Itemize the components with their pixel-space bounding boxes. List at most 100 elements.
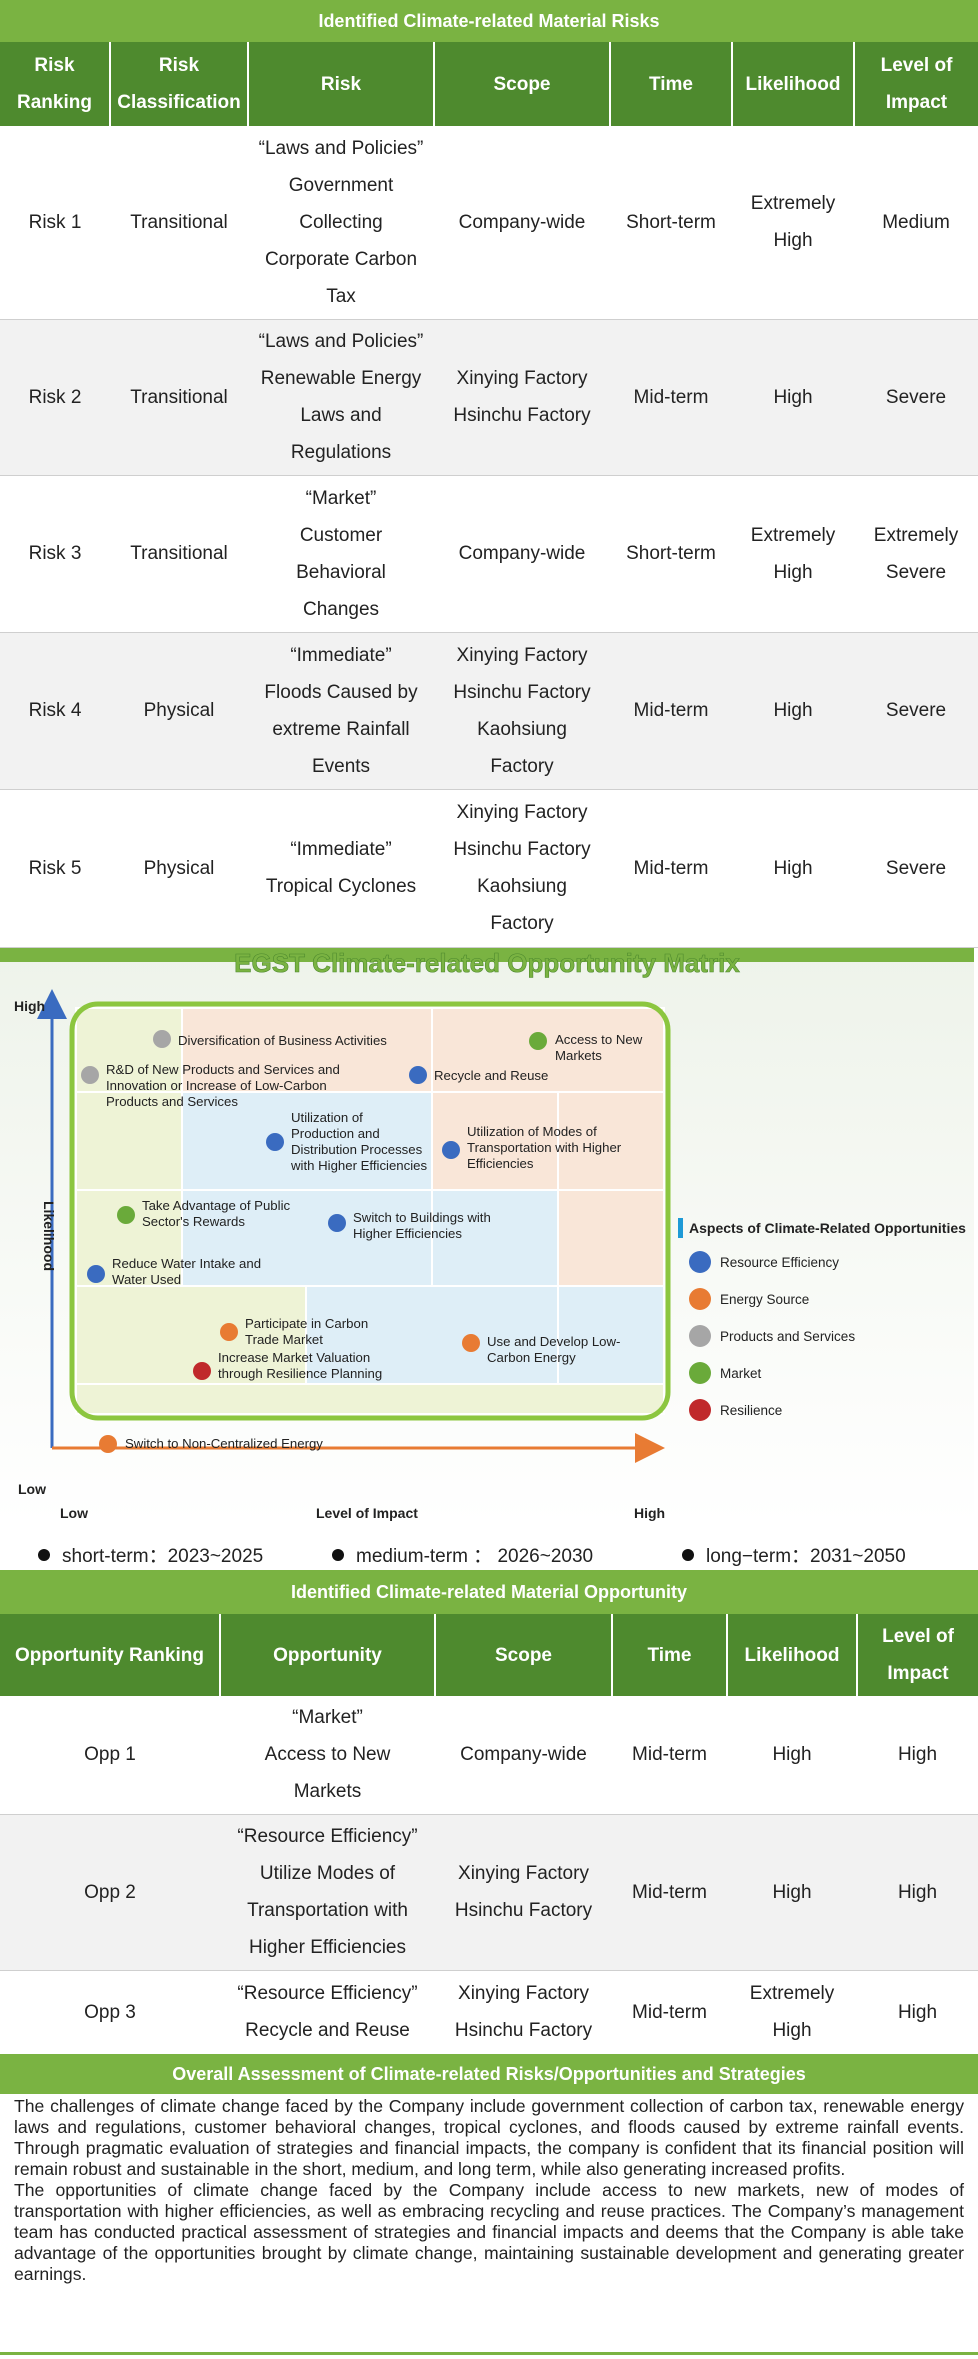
- opp-cell: Xinying Factory Hsinchu Factory: [454, 1983, 593, 2041]
- opp-header-scope: Scope: [435, 1614, 613, 1696]
- risk-cell: Medium: [882, 211, 950, 233]
- risk-cell: Extremely Severe: [873, 524, 959, 583]
- risk-cell: “Laws and Policies” Renewable Energy Law…: [248, 319, 434, 475]
- risk-cell: Physical: [110, 632, 248, 789]
- opp-header-ranking: Opportunity Ranking: [0, 1614, 221, 1696]
- risk-cell: Xinying Factory Hsinchu Factory: [434, 319, 610, 475]
- opportunity-point: [442, 1141, 460, 1159]
- risk-cell: Transitional: [130, 211, 228, 233]
- risk-header-scope: Scope: [434, 42, 611, 126]
- opportunity-point: [409, 1066, 427, 1084]
- legend-label: Energy Source: [720, 1292, 809, 1307]
- opp-header-likelihood: Likelihood: [727, 1614, 858, 1696]
- risk-header-time: Time: [610, 42, 733, 126]
- x-axis-title: Level of Impact: [316, 1505, 418, 1521]
- risk-cell: Mid-term: [610, 319, 732, 475]
- risk-cell: Xinying Factory Hsinchu Factory Kaohsiun…: [453, 802, 591, 934]
- table-row: Risk 2 Transitional “Laws and Policies” …: [0, 319, 978, 475]
- matrix-cell: [557, 1091, 665, 1191]
- legend-title: Aspects of Climate-Related Opportunities: [689, 1220, 966, 1236]
- risk-cell: Short-term: [626, 211, 716, 233]
- risk-cell: Company-wide: [458, 211, 586, 233]
- matrix-title-band: [0, 948, 974, 962]
- opportunity-point: [153, 1030, 171, 1048]
- legend-dot: [689, 1362, 711, 1384]
- opportunity-point: [87, 1265, 105, 1283]
- x-axis-low-label: Low: [60, 1505, 88, 1521]
- legend-marker: [678, 1218, 683, 1238]
- risk-section-title: Identified Climate-related Material Risk…: [0, 0, 978, 42]
- assessment-section-title: Overall Assessment of Climate-related Ri…: [0, 2054, 978, 2094]
- risk-cell: Extremely High: [750, 524, 836, 583]
- term-item-short: short-term：2023~2025: [38, 1541, 263, 1568]
- legend-label: Resilience: [720, 1403, 782, 1418]
- legend-dot: [689, 1399, 711, 1421]
- risk-cell: Short-term: [626, 543, 716, 564]
- opp-cell: “Market” Access to New Markets: [264, 1707, 391, 1803]
- assessment-paragraph: The opportunities of climate change face…: [14, 2180, 964, 2284]
- opp-cell: “Resource Efficiency” Utilize Modes of T…: [220, 1814, 435, 1970]
- y-axis-title: Likelihood: [41, 1201, 57, 1271]
- opp-cell: Xinying Factory Hsinchu Factory: [435, 1814, 612, 1970]
- term-legend: short-term：2023~2025 medium-term ： 2026~…: [0, 1538, 978, 1568]
- y-axis-high-label: High: [14, 998, 45, 1014]
- risk-header-risk: Risk: [248, 42, 435, 126]
- risk-cell: “Laws and Policies” Government Collectin…: [258, 137, 424, 307]
- assessment-text: The challenges of climate change faced b…: [14, 2096, 964, 2285]
- opp-cell: Opp 2: [0, 1814, 220, 1970]
- opp-header-impact: Level of Impact: [857, 1614, 978, 1696]
- term-item-long: long−term：2031~2050: [682, 1541, 906, 1568]
- risk-cell: Transitional: [110, 319, 248, 475]
- risk-cell: Mid-term: [610, 632, 732, 789]
- opportunity-label: Use and Develop Low-Carbon Energy: [487, 1334, 620, 1365]
- risk-cell: High: [732, 319, 854, 475]
- bottom-rule: [0, 2352, 978, 2355]
- risk-cell: Physical: [143, 857, 215, 879]
- opportunity-point: [328, 1214, 346, 1232]
- risk-cell: “Immediate” Floods Caused by extreme Rai…: [248, 632, 434, 789]
- matrix-cell: [75, 1383, 665, 1415]
- matrix-frame: [69, 1001, 671, 1421]
- opportunity-point: [462, 1334, 480, 1352]
- legend-dot: [689, 1288, 711, 1310]
- risk-cell: Severe: [854, 319, 978, 475]
- matrix-cell: [557, 1189, 665, 1287]
- risk-cell: Company-wide: [458, 543, 586, 564]
- matrix-cell: [181, 1189, 433, 1287]
- table-row: Risk 3 Transitional “Market” Customer Be…: [0, 475, 978, 632]
- opportunity-label: Recycle and Reuse: [434, 1068, 548, 1083]
- opp-cell: Opp 1: [84, 1744, 136, 1766]
- legend-label: Products and Services: [720, 1329, 855, 1344]
- risk-cell: High: [773, 857, 813, 879]
- opportunity-point: [99, 1435, 117, 1453]
- table-row: Risk 4 Physical “Immediate” Floods Cause…: [0, 632, 978, 789]
- risk-cell: “Market” Customer Behavioral Changes: [296, 487, 386, 620]
- table-row: Opp 2 “Resource Efficiency” Utilize Mode…: [0, 1814, 978, 1970]
- opportunity-matrix: EGST Climate-related Opportunity Matrix …: [0, 948, 974, 1524]
- opportunity-label: Diversification of Business Activities: [178, 1033, 387, 1048]
- opp-cell: High: [897, 1744, 938, 1766]
- opportunity-table: Opportunity Ranking Opportunity Scope Ti…: [0, 1614, 978, 2055]
- opportunity-point: [220, 1323, 238, 1341]
- opportunity-point: [266, 1133, 284, 1151]
- risk-cell: Extremely High: [750, 193, 836, 252]
- opp-cell: High: [897, 2001, 938, 2023]
- risk-cell: Severe: [885, 857, 947, 879]
- risk-cell: Risk 4: [0, 632, 110, 789]
- opp-cell: Mid-term: [632, 1744, 707, 1766]
- opp-cell: Mid-term: [612, 1814, 727, 1970]
- opp-cell: Opp 3: [84, 2001, 136, 2023]
- opp-cell: “Resource Efficiency” Recycle and Reuse: [237, 1983, 418, 2041]
- risk-cell: High: [732, 632, 854, 789]
- opp-cell: High: [857, 1814, 978, 1970]
- opportunity-section-title: Identified Climate-related Material Oppo…: [0, 1570, 978, 1614]
- opp-cell: Company-wide: [460, 1744, 587, 1766]
- matrix-cell: [75, 1285, 307, 1385]
